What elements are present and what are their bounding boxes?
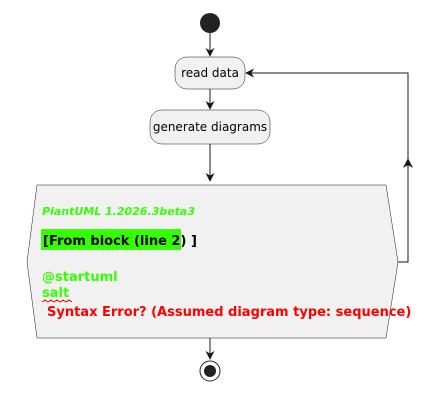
node-generate-diagrams: generate diagrams <box>149 109 271 145</box>
node-read-data-label: read data <box>181 66 239 80</box>
error-source-line-2: salt <box>42 286 69 301</box>
node-generate-diagrams-label: generate diagrams <box>153 120 267 134</box>
error-source-line-1: @startuml <box>42 270 118 285</box>
error-squiggle-underline <box>41 299 73 303</box>
node-read-data: read data <box>174 56 246 90</box>
edge-loop-back <box>245 68 409 263</box>
error-block-label: [From block (line 2) ] <box>43 234 197 249</box>
end-node-outer <box>199 360 221 382</box>
error-block-highlight <box>41 229 181 250</box>
error-version-text: PlantUML 1.2026.3beta3 <box>42 205 195 218</box>
error-box: PlantUML 1.2026.3beta3 [From block (line… <box>26 184 411 339</box>
error-box-shape <box>26 184 399 339</box>
end-node <box>199 360 221 382</box>
loop-direction-arrow <box>403 158 413 168</box>
end-node-inner <box>204 365 216 377</box>
error-message-text: Syntax Error? (Assumed diagram type: seq… <box>47 305 411 320</box>
start-node <box>200 13 220 33</box>
